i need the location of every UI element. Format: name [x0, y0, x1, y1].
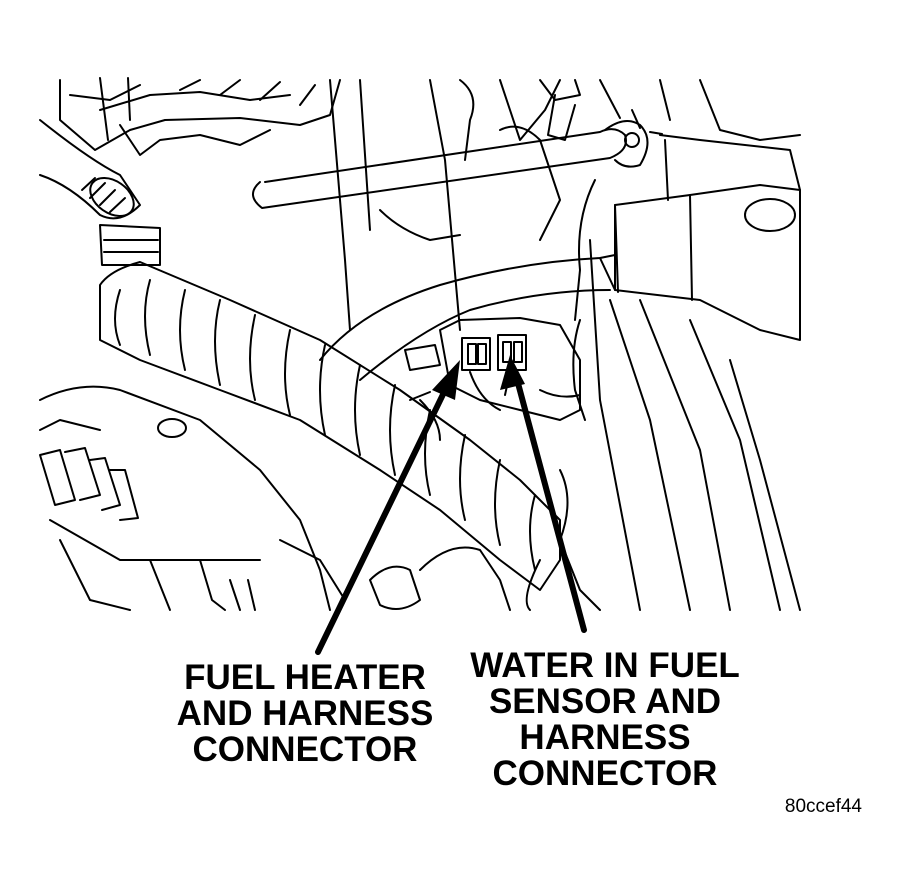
air-duct: [99, 261, 561, 591]
filter-housing: [404, 317, 581, 421]
water-in-fuel-callout-line-4: CONNECTOR: [492, 754, 718, 793]
water-in-fuel-callout: WATER IN FUEL SENSOR AND HARNESS CONNECT…: [455, 648, 755, 792]
fuel-heater-callout-line-1: FUEL HEATER: [184, 658, 426, 697]
fuel-heater-arrowhead: [432, 360, 460, 400]
engine-block: [39, 385, 346, 611]
water-in-fuel-callout-line-2: SENSOR AND: [488, 682, 722, 721]
upper-tube: [252, 109, 663, 209]
arrowheads: [432, 355, 525, 400]
leader-arrows: [315, 369, 587, 655]
right-bracket: [614, 134, 801, 341]
water-in-fuel-callout-line-1: WATER IN FUEL: [470, 646, 740, 685]
fuel-heater-callout-line-3: CONNECTOR: [192, 730, 418, 769]
water-in-fuel-arrowhead: [500, 355, 525, 390]
fuel-heater-callout: FUEL HEATER AND HARNESS CONNECTOR: [150, 660, 460, 768]
lower-components: [369, 391, 601, 611]
figure-id: 80ccef44: [784, 796, 862, 817]
right-panel-lines: [572, 179, 801, 611]
fuel-heater-leader: [315, 377, 453, 655]
hose-clamp: [39, 119, 161, 266]
upper-left-bracket: [59, 77, 341, 156]
background-structures: [329, 79, 801, 331]
water-in-fuel-callout-line-3: HARNESS: [519, 718, 691, 757]
lower-hose: [319, 254, 616, 381]
water-in-fuel-leader: [512, 369, 587, 633]
fuel-heater-callout-line-2: AND HARNESS: [176, 694, 434, 733]
